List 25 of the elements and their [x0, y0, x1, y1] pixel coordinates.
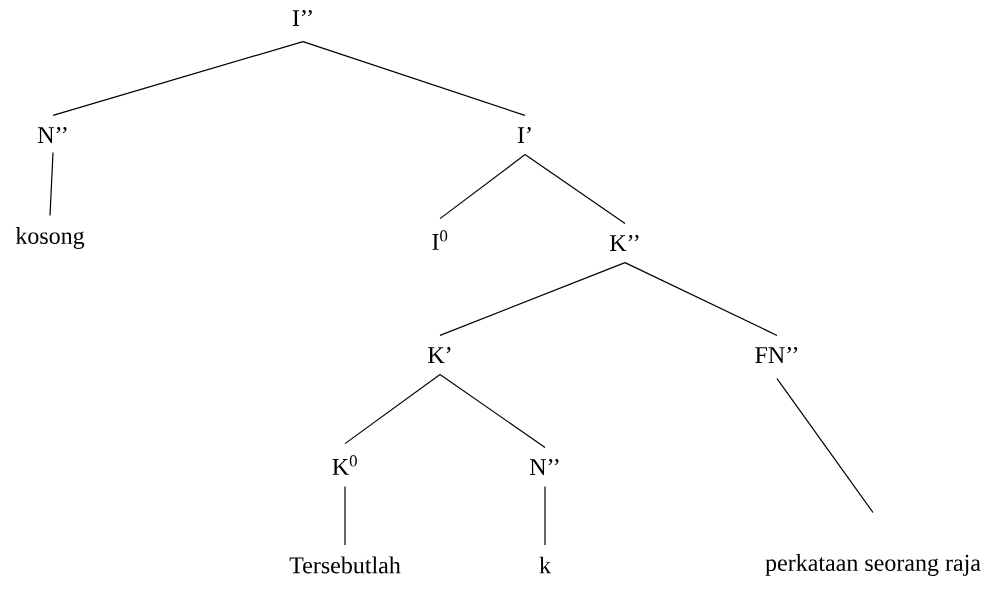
tree-label: k [539, 556, 551, 574]
tree-label: N’’ [37, 127, 67, 143]
tree-label: I’ [517, 127, 531, 143]
branch-line [49, 152, 54, 217]
tree-label: N’’ [529, 459, 559, 475]
branch-line [302, 41, 526, 117]
branch-line [344, 485, 346, 546]
tree-label: FN’’ [755, 347, 798, 363]
tree-label: K’ [428, 347, 451, 363]
branch-line [439, 262, 626, 337]
branch-line [52, 41, 304, 117]
branch-line [439, 154, 526, 220]
branch-line [624, 262, 778, 337]
branch-line [344, 373, 441, 445]
branch-line [524, 154, 626, 225]
tree-label: Tersebutlah [289, 556, 401, 574]
tree-label: kosong [15, 227, 85, 249]
tree-label: K’’ [609, 235, 639, 251]
tree-label: I’’ [292, 10, 312, 26]
branch-line [439, 373, 546, 449]
branch-line [776, 378, 874, 514]
tree-label: I$^{0}$ [432, 230, 448, 250]
tree-label: K$^{0}$ [332, 455, 357, 475]
tree-label: perkataan seorang raja [765, 554, 981, 576]
branch-line [544, 486, 546, 546]
